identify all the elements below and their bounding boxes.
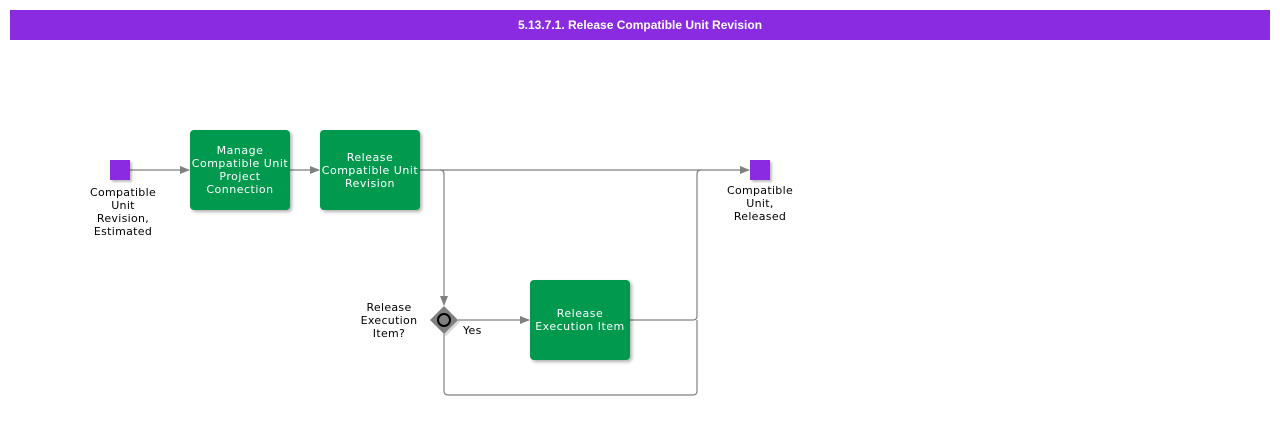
gateway-circle-icon <box>437 313 451 327</box>
task-release-execution-item[interactable]: Release Execution Item <box>530 280 630 360</box>
diagram-title: 5.13.7.1. Release Compatible Unit Revisi… <box>10 10 1270 40</box>
flow-gateway-no <box>443 320 698 396</box>
task-label: Release Compatible Unit Revision <box>321 150 419 190</box>
gateway-yes-label: Yes <box>463 324 482 337</box>
task-label: Manage Compatible Unit Project Connectio… <box>191 144 289 196</box>
flow-release-to-gateway <box>439 169 448 306</box>
gateway <box>430 306 460 336</box>
task-label: Release Execution Item <box>535 307 625 333</box>
gateway-label: Release Execution Item? <box>360 301 418 340</box>
task-release-revision[interactable]: Release Compatible Unit Revision <box>320 130 420 210</box>
end-event-label: Compatible Unit, Released <box>726 184 794 223</box>
end-event[interactable] <box>750 160 770 180</box>
start-event[interactable] <box>110 160 130 180</box>
start-event-label: Compatible Unit Revision, Estimated <box>89 186 157 238</box>
flow-execution-to-merge <box>630 169 702 321</box>
task-manage-connection[interactable]: Manage Compatible Unit Project Connectio… <box>190 130 290 210</box>
